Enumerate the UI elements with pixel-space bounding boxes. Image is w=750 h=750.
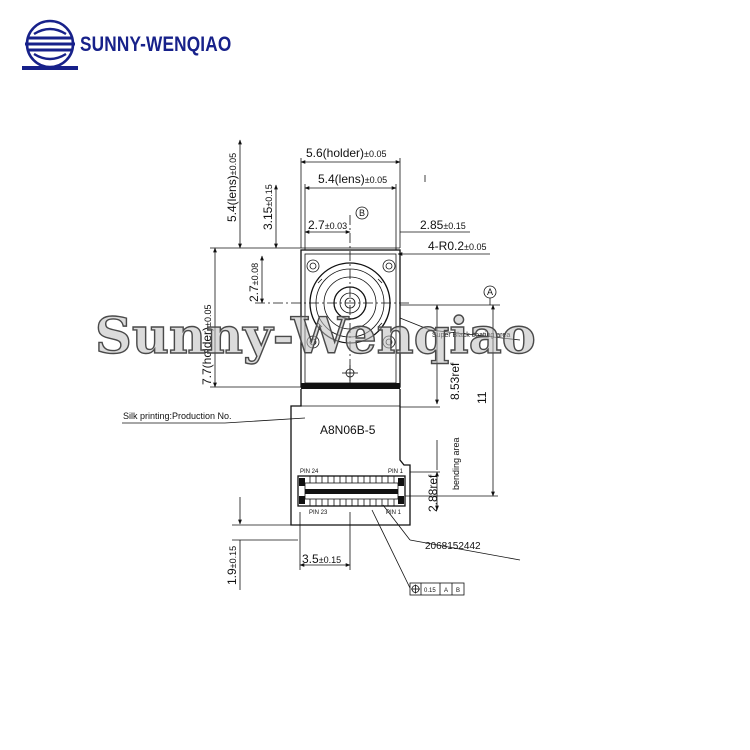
connector-part-number: 2068152442 <box>425 541 481 552</box>
connector-part-leader <box>382 504 411 541</box>
brand-header <box>20 16 260 72</box>
corner-screws <box>306 259 396 349</box>
connector <box>297 475 406 507</box>
corner-radius-dim: 4-R0.2±0.05 <box>428 239 487 253</box>
tolerance-ref-a: A <box>444 588 448 594</box>
production-no: A8N06B-5 <box>320 423 376 437</box>
brand-name: SUNNY-WENQIAO <box>80 33 232 56</box>
connector-part-leader <box>409 539 521 561</box>
bending-area-label: bending area <box>451 437 461 490</box>
pin-bottom-left: PIN 23 <box>309 510 328 516</box>
pin-top-right: PIN 1 <box>388 469 404 475</box>
datum-a-label: A <box>487 287 493 297</box>
super-black-label: Super Black coating area <box>432 332 510 339</box>
lens-width-dim: 5.4(lens)±0.05 <box>318 172 387 186</box>
connector-width-dim: 3.5±0.15 <box>302 552 341 566</box>
lens-height-dim: 5.4(lens)±0.05 <box>225 153 239 222</box>
pin-bottom-right: PIN 1 <box>386 510 402 516</box>
holder-width-dim: 5.6(holder)±0.05 <box>306 146 387 160</box>
position-tolerance-frame <box>409 582 465 596</box>
dim-288: 2.88ref <box>426 474 440 512</box>
super-black-leader <box>429 329 521 341</box>
lens-barrel <box>309 262 391 344</box>
lens-notches <box>317 278 383 328</box>
right-offset-dim: 2.85±0.15 <box>420 218 466 232</box>
brand-logo-icon <box>22 19 78 70</box>
super-black-leader <box>399 317 431 331</box>
datum-b-marker <box>355 206 369 220</box>
tolerance-leader <box>371 509 411 589</box>
connector-height-dim: 1.9±0.15 <box>225 546 239 585</box>
dim-11: 11 <box>475 391 489 404</box>
holder-height-dim: 7.7(holder)±0.05 <box>200 305 214 386</box>
lens-center-y-dim: 2.7±0.08 <box>247 263 261 302</box>
black-band <box>301 383 400 389</box>
lens-center-x-dim: 2.7±0.03 <box>308 218 347 232</box>
flex-cable-outline <box>290 389 411 526</box>
pin-top-left: PIN 24 <box>300 469 319 475</box>
datum-b-label: B <box>359 208 365 218</box>
lens-top-offset-dim: 3.15±0.15 <box>261 184 275 230</box>
silk-leader-line <box>224 417 306 424</box>
tolerance-ref-b: B <box>456 588 460 594</box>
silk-printing-label: Silk printing:Production No. <box>123 411 232 421</box>
tolerance-value: 0.15 <box>424 588 436 594</box>
dim-853: 8.53ref <box>448 362 462 400</box>
